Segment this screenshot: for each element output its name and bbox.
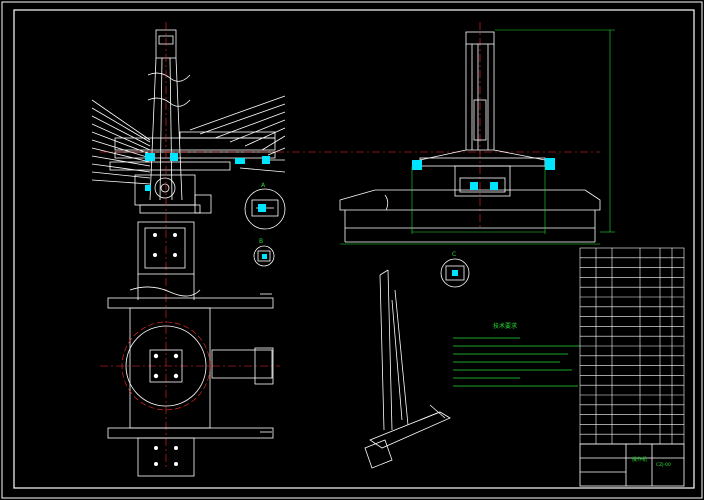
title-block (579, 443, 685, 487)
section-mark-b: B (259, 238, 263, 245)
title-block-title: 操作机 (632, 456, 647, 463)
inner-frame (13, 9, 695, 489)
notes-lines (453, 337, 580, 387)
isometric-view (364, 269, 451, 469)
detail-views (244, 188, 470, 288)
side-view (339, 31, 601, 243)
detail-highlights (258, 204, 458, 276)
front-view (91, 29, 286, 214)
notes-title: 技术要求 (493, 322, 517, 330)
side-view-highlights (412, 158, 555, 190)
top-view-centerline-circle (121, 321, 211, 411)
front-view-highlights (145, 153, 270, 191)
section-mark-a: A (261, 182, 266, 189)
section-mark-c: C (452, 251, 456, 258)
top-view (107, 221, 274, 477)
side-view-dimensions (340, 29, 615, 245)
parts-list (579, 247, 685, 445)
top-view-bolts (153, 233, 179, 466)
title-block-code: CZJ-00 (656, 462, 671, 468)
centerlines (100, 22, 600, 470)
